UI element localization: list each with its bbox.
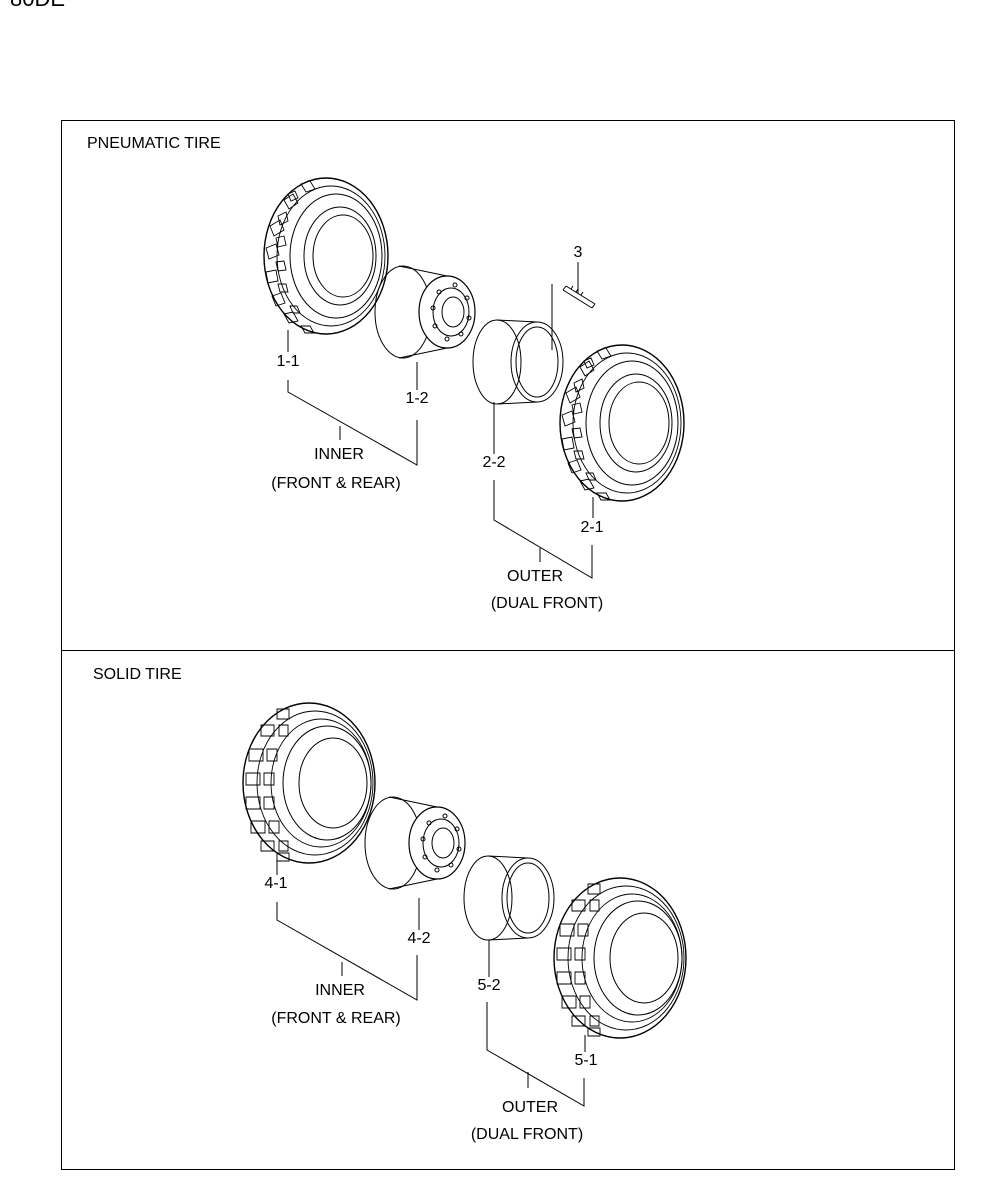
pneumatic-outer-tire [559, 344, 685, 502]
callout-2-2: 2-2 [482, 454, 506, 471]
inner-group-sublabel-solid: (FRONT & REAR) [271, 1010, 401, 1027]
inner-group-sublabel: (FRONT & REAR) [271, 475, 401, 492]
outer-group-sublabel-solid: (DUAL FRONT) [470, 1126, 584, 1143]
solid-inner-tire [242, 702, 376, 864]
pneumatic-inner-tire [263, 177, 389, 335]
outer-group-label-solid: OUTER [502, 1099, 558, 1116]
outer-group-label: OUTER [507, 568, 563, 585]
inner-group-label: INNER [314, 446, 364, 463]
pneumatic-leaders [287, 262, 594, 579]
solid-outer-tire [553, 877, 687, 1039]
callout-2-1: 2-1 [580, 519, 604, 536]
callout-1-1: 1-1 [276, 353, 300, 370]
pneumatic-inner-rim [374, 265, 476, 359]
section-divider [61, 650, 955, 651]
callout-4-2: 4-2 [407, 930, 431, 947]
pneumatic-outer-rim [472, 319, 564, 405]
solid-outer-rim [463, 855, 555, 941]
section-title-pneumatic: PNEUMATIC TIRE [87, 135, 221, 152]
callout-4-1: 4-1 [264, 875, 288, 892]
section-title-solid: SOLID TIRE [93, 666, 182, 683]
solid-inner-rim [364, 796, 466, 890]
inner-group-label-solid: INNER [315, 982, 365, 999]
solid-leaders [276, 855, 586, 1107]
callout-5-1: 5-1 [574, 1052, 598, 1069]
model-code: 80DE [10, 0, 65, 12]
diagram-frame [61, 120, 955, 1170]
spacer-bolt [562, 285, 596, 309]
callout-1-2: 1-2 [405, 390, 429, 407]
callout-5-2: 5-2 [477, 977, 501, 994]
outer-group-sublabel: (DUAL FRONT) [490, 595, 604, 612]
callout-3: 3 [573, 244, 583, 261]
